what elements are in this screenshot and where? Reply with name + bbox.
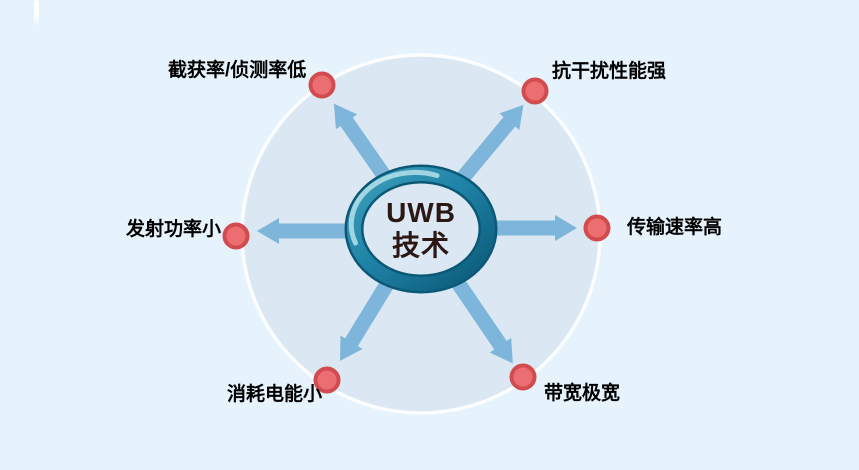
endpoint-dots <box>222 71 611 394</box>
feature-label-high-transmission-rate: 传输速率高 <box>627 217 723 238</box>
feature-label-low-intercept-detection: 截获率/侦测率低 <box>168 60 307 81</box>
hub-label-line1: UWB <box>386 197 456 228</box>
hub-label-line2: 技术 <box>391 230 450 261</box>
node-dot-bottom-left <box>313 366 341 394</box>
feature-label-very-wide-bandwidth: 带宽极宽 <box>544 383 621 404</box>
white-dash-artifact <box>34 0 39 27</box>
node-dot-right <box>583 214 611 242</box>
spoke-arrow-bottom-left <box>340 272 399 361</box>
node-dot-bottom-right <box>509 363 537 391</box>
node-dot-top-right <box>521 77 549 105</box>
feature-label-low-power-consumption: 消耗电能小 <box>227 384 323 405</box>
spoke-arrow-top-right <box>450 104 524 191</box>
spoke-arrow-bottom-right <box>445 269 513 364</box>
node-dot-left <box>222 222 250 250</box>
hub-ring <box>344 164 498 294</box>
hub-label: UWB 技术 <box>341 196 501 262</box>
ring-highlight <box>348 169 440 246</box>
node-dot-top-left <box>308 71 336 99</box>
feature-label-low-transmit-power: 发射功率小 <box>126 219 222 240</box>
feature-label-strong-anti-interference: 抗干扰性能强 <box>552 61 667 82</box>
